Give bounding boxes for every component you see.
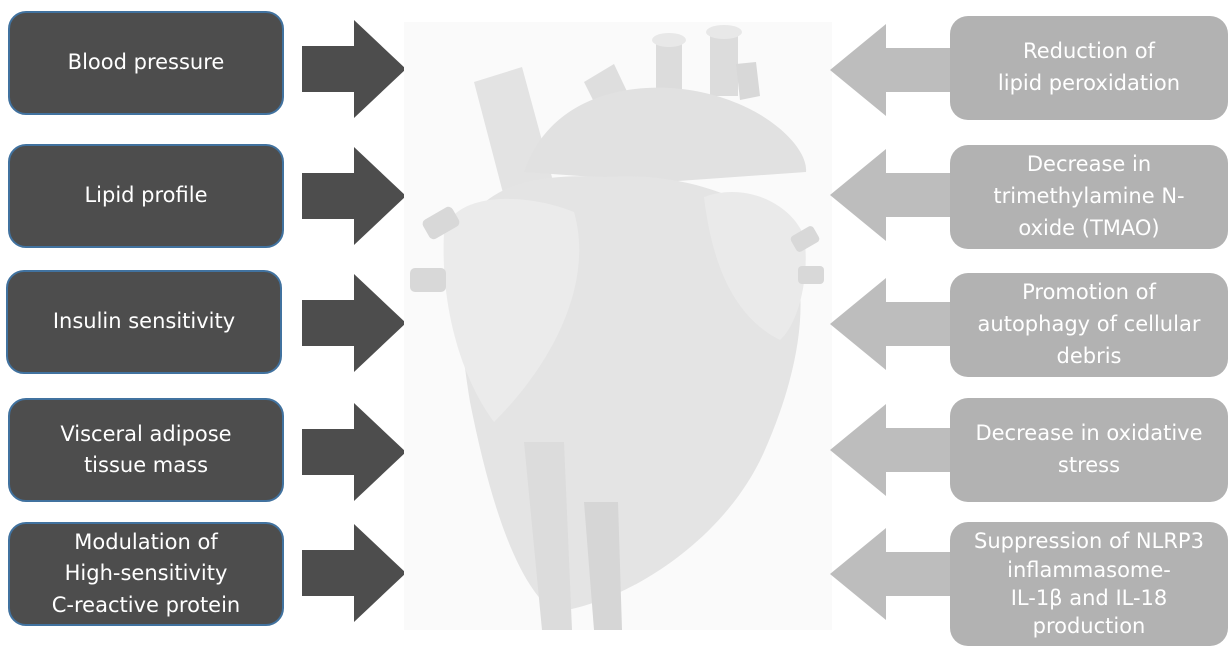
left-arrow-icon — [830, 24, 956, 116]
heart-icon — [404, 22, 832, 630]
left-factor-label: Visceral adipose tissue mass — [60, 419, 231, 482]
right-effect-label: Reduction of lipid peroxidation — [998, 36, 1180, 100]
left-factor-visceral-adipose: Visceral adipose tissue mass — [8, 398, 284, 502]
left-arrow-icon — [830, 278, 956, 370]
right-effect-lipid-peroxidation: Reduction of lipid peroxidation — [950, 16, 1228, 120]
right-arrow-icon — [302, 274, 406, 372]
right-effect-nlrp3: Suppression of NLRP3 inflammasome- IL-1β… — [950, 522, 1228, 646]
left-arrow-icon — [830, 404, 956, 496]
right-arrow-icon — [302, 147, 406, 245]
left-factor-label: Blood pressure — [68, 47, 225, 79]
right-effect-tmao: Decrease in trimethylamine N- oxide (TMA… — [950, 145, 1228, 249]
right-effect-autophagy: Promotion of autophagy of cellular debri… — [950, 273, 1228, 377]
left-factor-label: Modulation of High-sensitivity C-reactiv… — [52, 527, 241, 622]
right-effect-label: Suppression of NLRP3 inflammasome- IL-1β… — [974, 527, 1204, 640]
right-effect-label: Promotion of autophagy of cellular debri… — [978, 277, 1201, 373]
left-factor-hs-crp: Modulation of High-sensitivity C-reactiv… — [8, 522, 284, 626]
left-factor-label: Insulin sensitivity — [53, 306, 235, 338]
heart-illustration — [404, 22, 832, 630]
right-effect-oxidative-stress: Decrease in oxidative stress — [950, 398, 1228, 502]
left-factor-lipid-profile: Lipid profile — [8, 144, 284, 248]
left-factor-label: Lipid profile — [84, 180, 207, 212]
right-arrow-icon — [302, 20, 406, 118]
left-factor-blood-pressure: Blood pressure — [8, 11, 284, 115]
right-arrow-icon — [302, 403, 406, 501]
right-effect-label: Decrease in trimethylamine N- oxide (TMA… — [993, 149, 1184, 245]
left-arrow-icon — [830, 528, 956, 620]
left-factor-insulin-sensitivity: Insulin sensitivity — [6, 270, 282, 374]
left-arrow-icon — [830, 149, 956, 241]
right-effect-label: Decrease in oxidative stress — [975, 418, 1202, 482]
right-arrow-icon — [302, 524, 406, 622]
